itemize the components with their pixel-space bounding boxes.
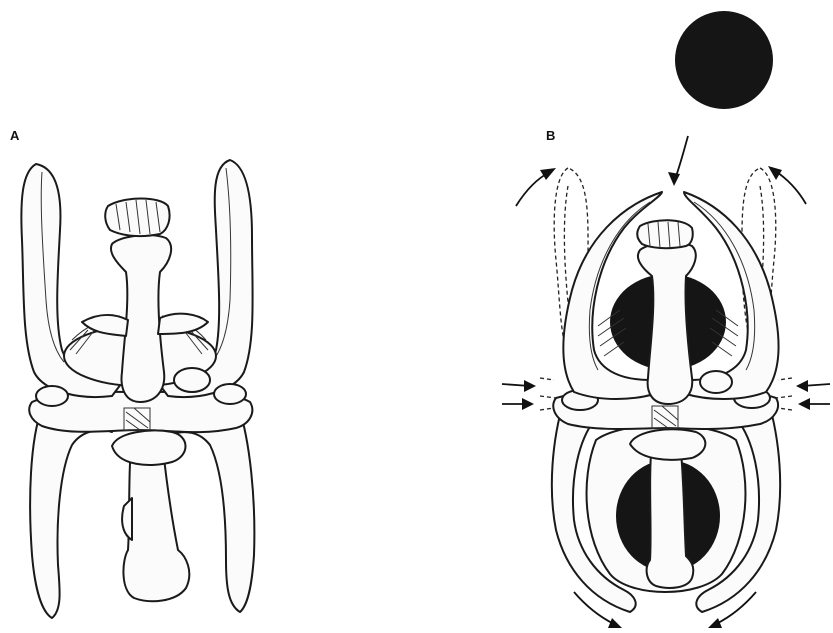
panel-label-b: B [546, 128, 555, 143]
a-stem-crossbar-right [158, 314, 208, 334]
panel-a-drawing [21, 160, 254, 618]
b-center-knob [700, 371, 732, 393]
b-arrow-right-in-1 [796, 380, 830, 392]
b-arrow-down [668, 136, 688, 186]
a-center-knob [174, 368, 210, 392]
panel-b-drawing [502, 11, 830, 628]
b-arrow-upper-right [768, 166, 806, 204]
a-left-knob [36, 386, 68, 406]
a-lower-tab [122, 498, 132, 540]
b-top-cap [637, 220, 693, 248]
b-arrow-left-in-2 [502, 398, 534, 410]
b-dark-sphere [675, 11, 773, 109]
a-left-lower-leg [30, 408, 112, 618]
a-right-knob [214, 384, 246, 404]
b-arrow-upper-left [516, 168, 556, 206]
a-lower-collar [112, 431, 186, 465]
b-arrow-right-in-2 [798, 398, 830, 410]
panel-label-a: A [10, 128, 19, 143]
b-arrow-left-in-1 [502, 380, 536, 392]
